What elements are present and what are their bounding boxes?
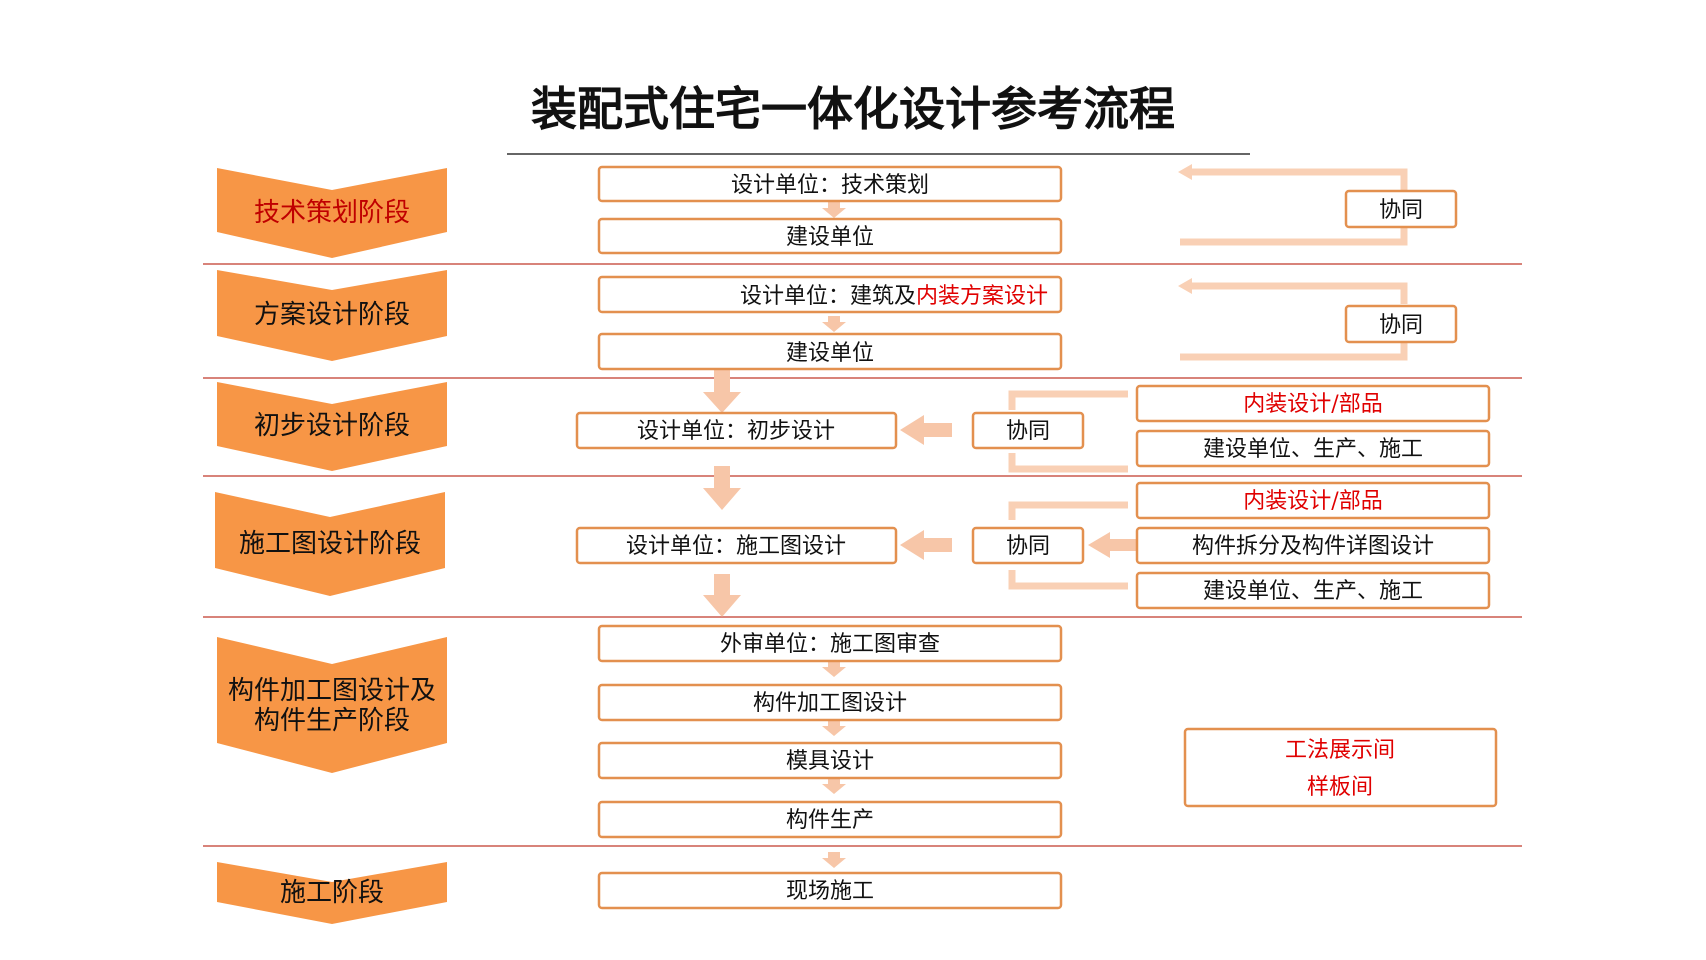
bracket-head-s2 <box>1178 278 1192 294</box>
down-arrow-s1 <box>822 202 846 218</box>
text-s3-collab: 协同 <box>1006 419 1050 444</box>
box-s4-input-2 <box>1135 526 1491 565</box>
box-s5-step-3 <box>597 741 1063 780</box>
text-s3-input-2: 建设单位、生产、施工 <box>1203 437 1423 462</box>
stage-label-5a: 构件加工图设计及 <box>228 676 436 706</box>
box-s2-design <box>597 275 1063 314</box>
box-s2-owner <box>597 332 1063 371</box>
box-s1-design <box>597 165 1063 203</box>
text-s1-collab: 协同 <box>1379 198 1423 223</box>
box-s4-design <box>575 526 898 565</box>
small-down-arrows <box>822 202 846 868</box>
text-s5-step-3: 模具设计 <box>786 749 874 774</box>
text-s2-collab: 协同 <box>1379 313 1423 338</box>
box-s5-side <box>1183 727 1498 808</box>
big-down-arrow-3 <box>703 574 741 617</box>
text-s5-step-2: 构件加工图设计 <box>753 691 907 716</box>
big-down-arrow-1 <box>703 370 741 413</box>
bracket-arrowheads <box>1178 164 1192 294</box>
left-arrow-s4-collab <box>900 530 952 560</box>
text-s2-design: 设计单位：建筑及内装方案设计 <box>740 284 1048 309</box>
box-s5-step-2 <box>597 683 1063 722</box>
text-s3-design: 设计单位：初步设计 <box>637 419 835 444</box>
box-s4-input-3 <box>1135 571 1491 610</box>
text-s6-step: 现场施工 <box>786 879 874 904</box>
box-s2-collab <box>1344 304 1458 344</box>
down-arrow-s6 <box>822 852 846 868</box>
text-s5-side-2: 样板间 <box>1307 775 1373 800</box>
box-s3-input-2 <box>1135 429 1491 468</box>
text-s5-side-1: 工法展示间 <box>1285 738 1395 763</box>
stage-chevron-3 <box>217 382 447 471</box>
stage-dividers <box>203 263 1522 847</box>
bracket-s2-low <box>1180 340 1408 361</box>
bracket-head-s1 <box>1178 164 1192 180</box>
text-s4-input-1: 内装设计/部品 <box>1243 489 1382 514</box>
text-s1-owner: 建设单位 <box>786 225 874 250</box>
stage-chevron-1 <box>217 168 447 258</box>
stage-label-3: 初步设计阶段 <box>254 411 410 441</box>
bracket-s1 <box>1190 168 1408 190</box>
box-s5-step-1 <box>597 624 1063 663</box>
bracket-s4 <box>1008 501 1128 520</box>
stage-label-2: 方案设计阶段 <box>254 300 410 330</box>
box-s4-input-1 <box>1135 481 1491 520</box>
down-arrow-s2 <box>822 316 846 332</box>
text-s4-design: 设计单位：施工图设计 <box>626 534 846 559</box>
box-s1-owner <box>597 217 1063 255</box>
down-arrow-s5b <box>822 720 846 736</box>
box-texts: 设计单位：技术策划 建设单位 协同 设计单位：建筑及内装方案设计 建设单位 协同… <box>626 173 1434 904</box>
stage-label-5b: 构件生产阶段 <box>254 706 410 736</box>
text-s2-design-highlight: 内装方案设计 <box>916 284 1048 309</box>
big-down-arrow-2 <box>703 466 741 510</box>
stage-chevron-2 <box>217 270 447 361</box>
text-s2-owner: 建设单位 <box>786 341 874 366</box>
bracket-connectors <box>1008 168 1408 590</box>
stage-chevrons <box>215 168 447 924</box>
down-arrow-s5c <box>822 778 846 794</box>
text-s3-input-1: 内装设计/部品 <box>1243 392 1382 417</box>
box-s1-collab <box>1344 189 1458 229</box>
stage-label-4: 施工图设计阶段 <box>239 529 421 559</box>
flow-boxes <box>575 165 1498 910</box>
stage-label-1: 技术策划阶段 <box>254 198 410 228</box>
text-s5-step-4: 构件生产 <box>786 808 874 833</box>
text-s2-design-prefix: 设计单位：建筑及 <box>740 284 916 309</box>
box-s3-design <box>575 411 898 450</box>
text-s4-collab: 协同 <box>1006 534 1050 559</box>
down-arrow-s5a <box>822 661 846 677</box>
left-arrow-s3-collab <box>900 415 952 445</box>
bracket-s4-low <box>1008 570 1128 590</box>
box-s5-step-4 <box>597 800 1063 839</box>
stage-chevron-6 <box>217 862 447 924</box>
box-s4-collab <box>971 526 1085 565</box>
left-arrows <box>900 415 1136 560</box>
left-arrow-s4-input <box>1088 532 1136 558</box>
stage-label-6: 施工阶段 <box>280 878 384 908</box>
bracket-s1-low <box>1180 226 1408 246</box>
text-s4-input-2: 构件拆分及构件详图设计 <box>1192 534 1434 559</box>
bracket-s2 <box>1190 282 1408 304</box>
box-s3-input-1 <box>1135 384 1491 423</box>
text-s1-design: 设计单位：技术策划 <box>731 173 929 198</box>
box-s6-step <box>597 871 1063 910</box>
bracket-s3-low <box>1008 453 1128 473</box>
large-down-arrows <box>703 370 741 617</box>
bracket-s3 <box>1008 390 1128 410</box>
page-title: 装配式住宅一体化设计参考流程 <box>531 82 1175 136</box>
text-s5-step-1: 外审单位：施工图审查 <box>720 632 940 657</box>
stage-chevron-4 <box>215 492 445 596</box>
text-s4-input-3: 建设单位、生产、施工 <box>1203 579 1423 604</box>
box-s3-collab <box>971 411 1085 450</box>
stage-chevron-5 <box>217 637 447 773</box>
